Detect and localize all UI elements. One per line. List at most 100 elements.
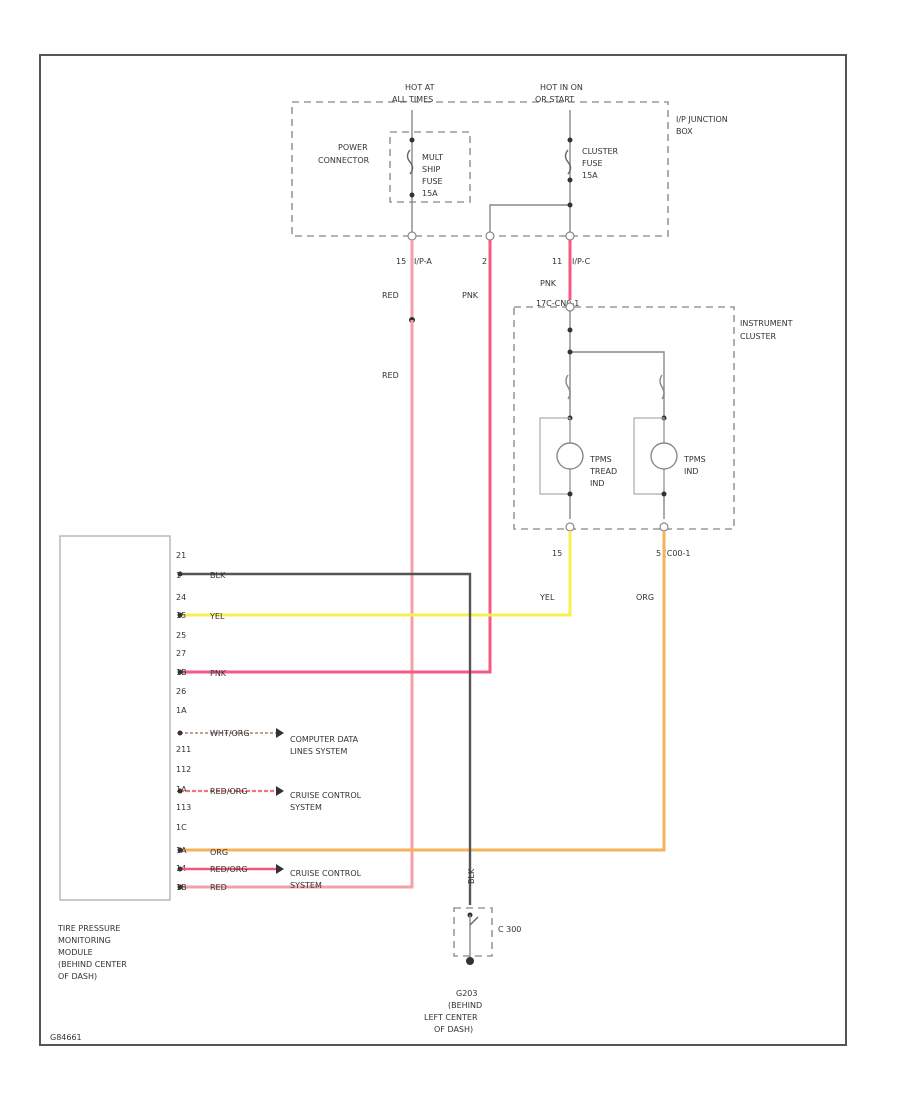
mult-fuse-label-3: FUSE	[422, 177, 443, 186]
conn-ip-a-pin-number: 15	[396, 257, 406, 266]
yel-wire-label: YEL	[539, 593, 555, 602]
hot-at-all-times-line2: ALL TIMES	[392, 95, 433, 104]
module-wire-label-blk: BLK	[210, 571, 226, 580]
red-wire-to-module	[180, 320, 414, 889]
red-wire-label-upper: RED	[382, 291, 399, 300]
module-wire-label-org: ORG	[210, 848, 228, 857]
ip-junction-box-outline	[291, 101, 669, 237]
ip-junction-box-label-2: BOX	[676, 127, 693, 136]
cluster-dot-6	[661, 491, 667, 497]
module-pin: 26	[176, 687, 186, 696]
module-terminal-wht-org	[177, 730, 183, 736]
org-wire-to-module	[180, 531, 666, 852]
conn-ip-c-name: I/P-C	[572, 257, 591, 266]
mult-fuse-label-2: SHIP	[422, 165, 440, 174]
tpms-lamp-icon	[650, 442, 678, 470]
conn-ip-a-name: I/P-A	[414, 257, 432, 266]
cluster-dot-2	[567, 349, 573, 355]
module-terminal-red-org-2	[177, 866, 183, 872]
tpms-resistor	[659, 374, 665, 400]
module-pin: 25	[176, 631, 186, 640]
computer-data-label-2: LINES SYSTEM	[290, 747, 347, 756]
blk-ground-wire	[180, 572, 472, 905]
mult-fuse-dot-bottom	[409, 192, 415, 198]
conn-ip-a-pin	[407, 231, 417, 241]
conn-ip-mid-pin-number: 2	[482, 257, 487, 266]
ground-name-1: G203	[456, 989, 477, 998]
ground-name-3: LEFT CENTER	[424, 1013, 478, 1022]
cruise-control-2-label-2: SYSTEM	[290, 881, 322, 890]
conn-ip-c-pin	[565, 231, 575, 241]
tpms-label-1: TPMS	[683, 455, 706, 464]
mult-fuse-label-1: MULT	[422, 153, 443, 162]
yel-wire-to-module	[180, 531, 572, 617]
cluster-dot-5	[567, 491, 573, 497]
module-wire-label-wht-org: WHT/ORG	[210, 729, 250, 738]
module-wire-label-red-org-2: RED/ORG	[210, 865, 248, 874]
module-pin: 112	[176, 765, 191, 774]
module-name-5: OF DASH)	[58, 972, 97, 981]
mult-fuse-label-4: 15A	[422, 189, 438, 198]
cluster-conn-pin-yel	[565, 522, 575, 532]
power-connector-label-2: CONNECTOR	[318, 156, 370, 165]
instrument-cluster-label-1: INSTRUMENT	[740, 319, 793, 328]
cruise-control-arrow-icon-2	[276, 864, 284, 874]
cluster-dot-1	[567, 327, 573, 333]
module-wire-label-red: RED	[210, 883, 227, 892]
mult-fuse-symbol	[406, 149, 414, 175]
module-pin: 1A	[176, 706, 187, 715]
module-wire-label-red-org-1: RED/ORG	[210, 787, 248, 796]
conn-ip-mid-pin	[485, 231, 495, 241]
module-pin: 1C	[176, 823, 187, 832]
cluster-fuse-symbol	[564, 149, 572, 175]
module-wire-label-pnk: PNK	[210, 669, 227, 678]
instrument-cluster-outline	[513, 306, 735, 530]
cluster-connector-label: 17C-CN0-1	[536, 299, 579, 308]
module-name-1: TIRE PRESSURE	[57, 924, 120, 933]
hot-in-on-line1: HOT IN ON	[540, 83, 583, 92]
module-terminal-org	[177, 847, 183, 853]
tpms-label-2: IND	[684, 467, 699, 476]
computer-data-arrow-icon	[276, 728, 284, 738]
blk-wire-label: BLK	[467, 868, 476, 884]
red-wire-label-lower: RED	[382, 371, 399, 380]
cluster-fuse-label-1: CLUSTER	[582, 147, 619, 156]
cruise-control-1-label-1: CRUISE CONTROL	[290, 791, 362, 800]
cruise-control-2-label-1: CRUISE CONTROL	[290, 869, 362, 878]
module-pin: 211	[176, 745, 191, 754]
cluster-fuse-dot-bottom	[567, 177, 573, 183]
mult-fuse-dot-top	[409, 137, 415, 143]
ip-junction-box-label-1: I/P JUNCTION	[676, 115, 728, 124]
module-terminal-yel	[177, 612, 183, 618]
pnk-wire-label-right: PNK	[540, 279, 557, 288]
module-terminal-red	[177, 884, 183, 890]
module-terminal-pnk	[177, 669, 183, 675]
diagram-id: G84661	[50, 1033, 82, 1042]
ground-point-icon	[466, 957, 474, 965]
cluster-conn-pin-org	[659, 522, 669, 532]
ground-name-2: (BEHIND	[448, 1001, 482, 1010]
module-wire-label-yel: YEL	[209, 612, 225, 621]
cluster-conn-pin-top	[565, 302, 575, 312]
module-pin: 24	[176, 593, 186, 602]
hot-at-all-times-line1: HOT AT	[405, 83, 435, 92]
module-terminal-blk	[177, 571, 183, 577]
conn-ip-c-pin-number: 11	[552, 257, 562, 266]
module-terminal-red-org-1	[177, 788, 183, 794]
module-name-4: (BEHIND CENTER	[58, 960, 127, 969]
module-pin: 113	[176, 803, 191, 812]
tpms-tread-label-3: IND	[590, 479, 605, 488]
cluster-fuse-dot-top	[567, 137, 573, 143]
ground-name-4: OF DASH)	[434, 1025, 473, 1034]
cluster-fuse-splice-dot	[567, 202, 573, 208]
pnk-internal-branch	[489, 204, 570, 232]
org-wire-label: ORG	[636, 593, 654, 602]
computer-data-label-1: COMPUTER DATA	[290, 735, 359, 744]
pnk-wire-to-module	[180, 240, 492, 674]
ground-connector-symbol	[469, 916, 479, 926]
hot-in-on-line2: OR START	[535, 95, 574, 104]
pnk-wire-label-left: PNK	[462, 291, 479, 300]
ground-connector-outline	[453, 907, 493, 957]
tpms-tread-resistor	[565, 374, 571, 400]
